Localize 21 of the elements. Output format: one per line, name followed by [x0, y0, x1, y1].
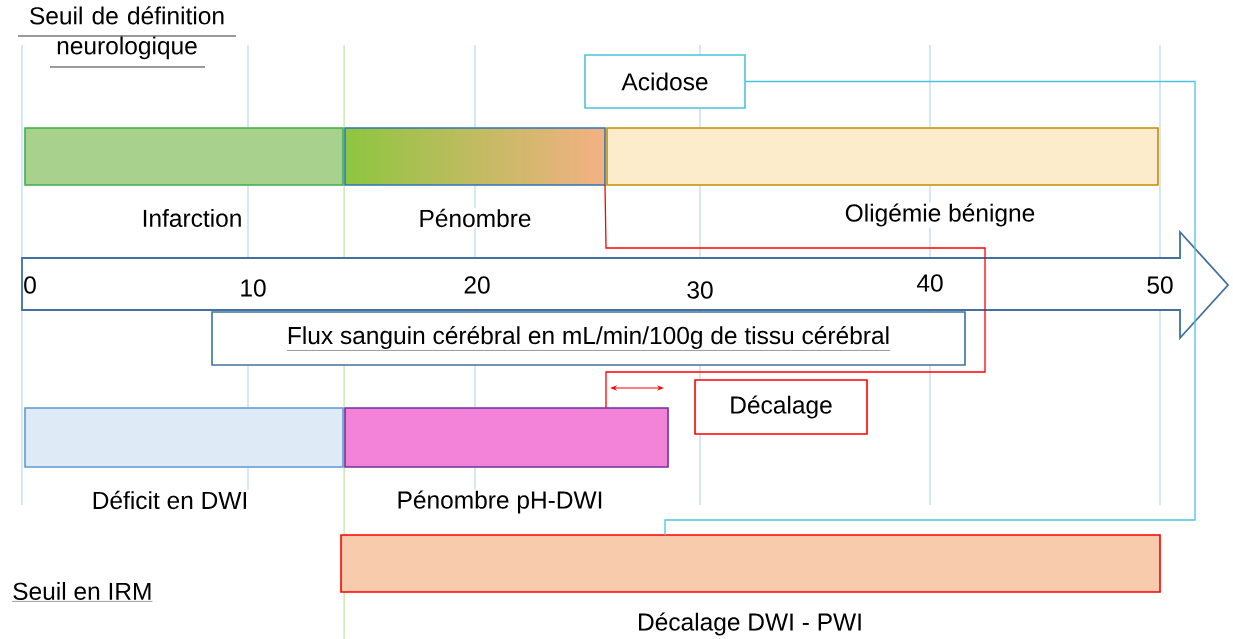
- connector-line: [664, 80, 1196, 536]
- range-bar: Pénombre pH-DWI: [344, 407, 669, 515]
- axis-label-box: Flux sanguin cérébral en mL/min/100g de tissu cérébral: [211, 311, 966, 366]
- node-label: Décalage DWI - PWI: [639, 612, 861, 636]
- heading: Seuil en IRM: [12, 582, 153, 602]
- text-box: Acidose: [584, 54, 746, 109]
- node-label: Infarction: [143, 209, 241, 227]
- range-bar: Décalage DWI - PWI: [340, 534, 1161, 637]
- axis-number: 0: [24, 276, 36, 294]
- node-label: Oligémie bénigne: [845, 203, 1035, 227]
- heading: Seuil de définition neurologique: [17, 6, 237, 68]
- node-label: Pénombre: [420, 208, 531, 228]
- axis-number: 50: [1147, 276, 1173, 294]
- node-label: Déficit en DWI: [93, 490, 246, 510]
- text-box: Décalage: [694, 379, 868, 435]
- range-bar: Oligémie bénigne: [606, 127, 1159, 228]
- range-bar: Pénombre: [344, 127, 606, 229]
- connector-line: [604, 184, 986, 409]
- range-bar: Déficit en DWI: [24, 407, 344, 511]
- range-bar: Infarction: [24, 127, 344, 228]
- node-label: Pénombre pH-DWI: [398, 490, 602, 514]
